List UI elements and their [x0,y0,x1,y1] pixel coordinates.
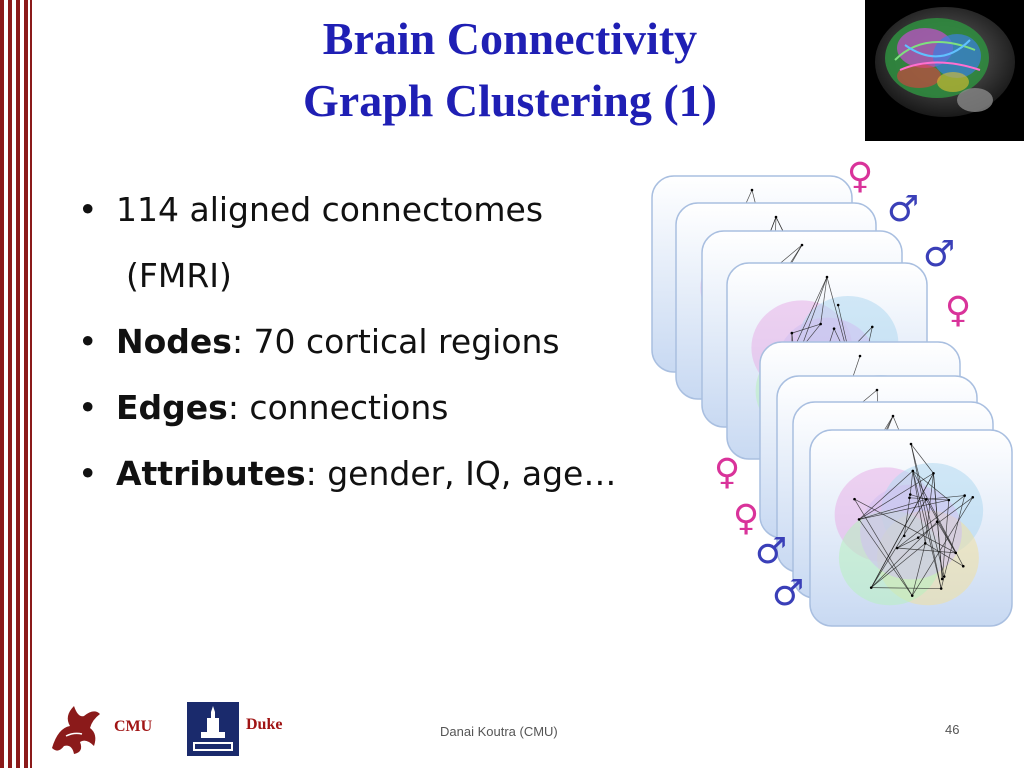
male-symbol-icon: ♂ [772,573,804,614]
duke-label: Duke [246,716,283,733]
connectome-card [809,429,1013,627]
female-symbol-icon: ♀ [945,290,971,331]
bullet-item: • 114 aligned connectomes [74,182,664,248]
page-number: 46 [945,722,960,737]
bullet-text: Edges: connections [116,388,449,427]
bullet-text: Attributes: gender, IQ, age… [116,454,617,493]
cmu-label: CMU [114,718,153,735]
female-symbol-icon: ♀ [733,498,759,539]
bullet-marker: • [78,454,98,493]
bullet-marker: • [78,190,98,229]
bullet-continuation: (FMRI) [74,248,664,314]
title-line-1: Brain Connectivity [322,13,698,64]
cmu-dragon-logo [52,706,100,754]
bullet-text: (FMRI) [126,256,232,295]
male-symbol-icon: ♂ [923,234,955,275]
female-symbol-icon: ♀ [714,452,740,493]
male-symbol-icon: ♂ [887,189,919,230]
bullet-item: • Edges: connections [74,380,664,446]
bullet-marker: • [78,388,98,427]
footer-author: Danai Koutra (CMU) [440,724,558,739]
bullet-list: • 114 aligned connectomes (FMRI) • Nodes… [74,182,664,512]
duke-chapel-logo [187,702,239,756]
connectome-stack-figure: ♀♂♂♀♀♀♂♂ [651,156,1013,627]
bullet-text: Nodes: 70 cortical regions [116,322,560,361]
female-symbol-icon: ♀ [847,156,873,197]
bullet-item: • Nodes: 70 cortical regions [74,314,664,380]
bullet-text: 114 aligned connectomes [116,190,544,229]
slide-title: Brain Connectivity Graph Clustering (1) [150,8,870,132]
title-line-2: Graph Clustering (1) [303,75,717,126]
brain-tractography-image [865,0,1024,141]
male-symbol-icon: ♂ [755,531,787,572]
bullet-item: • Attributes: gender, IQ, age… [74,446,664,512]
bullet-marker: • [78,322,98,361]
left-stripe-border [0,0,32,768]
